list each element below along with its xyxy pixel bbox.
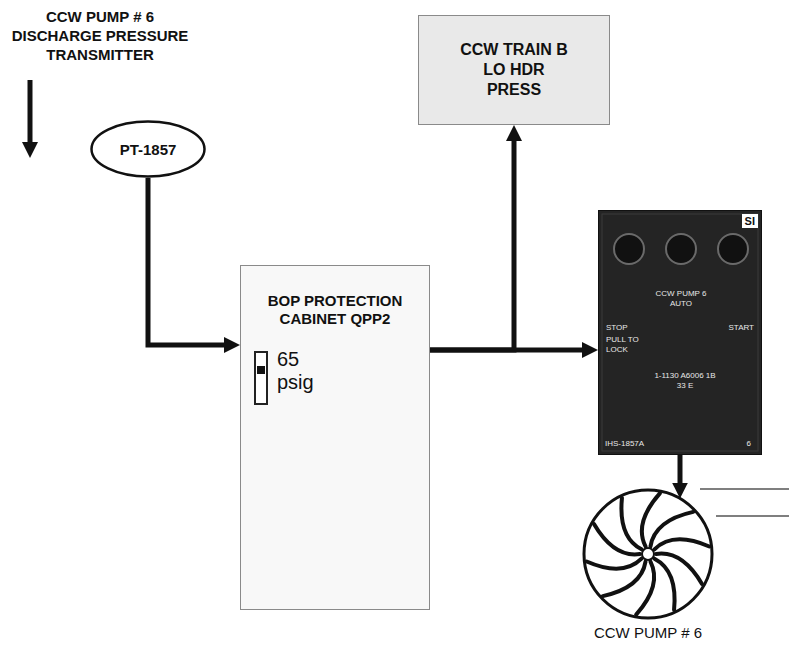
tag-number: PT-1857: [120, 141, 177, 158]
switch-position: STOP: [606, 323, 628, 332]
si-tag: SI: [742, 214, 758, 228]
signal-direction-arrow: [28, 80, 33, 146]
switch-name: CCW PUMP 6 AUTO: [646, 289, 716, 310]
protection-cabinet: BOP PROTECTION CABINET QPP2 65 psig: [240, 265, 430, 610]
switch-position: START: [729, 323, 754, 332]
switch-position: PULL TO LOCK: [606, 335, 642, 354]
instrument-title: CCW PUMP # 6 DISCHARGE PRESSURE TRANSMIT…: [0, 8, 200, 64]
alarm-window: CCW TRAIN B LO HDR PRESS: [418, 15, 610, 125]
signal-line: [430, 137, 514, 350]
cabinet-title: BOP PROTECTION CABINET QPP2: [260, 292, 410, 328]
discharge-pipe: [700, 489, 789, 516]
transmitter-ellipse: PT-1857: [90, 120, 206, 178]
alarm-text: CCW TRAIN B LO HDR PRESS: [455, 40, 573, 100]
signal-line: [148, 178, 228, 345]
signal-line: [678, 455, 683, 487]
switch-reference: 1-1130 A6006 1B 33 E: [649, 371, 721, 392]
switch-id: IHS-1857A: [605, 439, 644, 448]
pump-impeller: CCW PUMP # 6: [572, 486, 724, 646]
gauge-reading: 65 psig: [277, 348, 329, 394]
signal-line: [430, 348, 586, 353]
impeller-symbol: [572, 486, 724, 622]
indicator-lights: [599, 211, 763, 456]
equipment-name: CCW PUMP # 6: [572, 624, 724, 641]
switch-id: 6: [747, 439, 751, 448]
control-switch-panel: SI CCW PUMP 6 AUTO STOP START PULL TO LOCK 1-…: [598, 210, 762, 455]
